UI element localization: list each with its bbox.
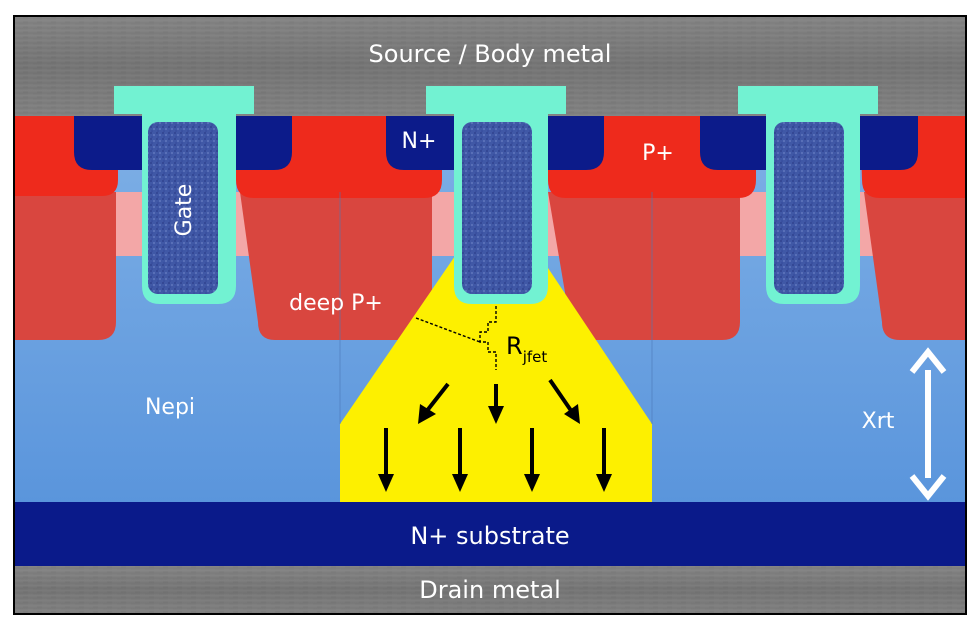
n-plus-region-2a: [386, 116, 454, 170]
rjfet-label: Rjfet: [506, 332, 547, 366]
flow-arrow-diag-right: [548, 378, 580, 424]
deep-p-plus-region-2: [240, 192, 432, 340]
gate-trench-2: [426, 86, 566, 304]
xrt-double-arrow: [909, 347, 947, 501]
p-plus-label: P+: [642, 141, 674, 166]
n-plus-substrate-layer: [14, 502, 966, 566]
n-plus-label: N+: [402, 129, 437, 154]
deep-p-plus-label: deep P+: [289, 291, 383, 316]
n-plus-region-3a: [700, 116, 766, 170]
drain-metal-label: Drain metal: [419, 576, 561, 604]
current-flow-arrows: [378, 378, 612, 492]
rjfet-subscript: jfet: [522, 348, 548, 366]
deep-p-plus-region-4: [864, 192, 966, 340]
gate-label: Gate: [172, 184, 197, 237]
gate-trench-1: [114, 86, 254, 304]
flow-arrow-down-4: [596, 428, 612, 492]
source-body-metal-label: Source / Body metal: [369, 40, 612, 68]
flow-arrow-down-2: [452, 428, 468, 492]
n-plus-region-2b: [538, 116, 604, 170]
flow-arrow-down-3: [524, 428, 540, 492]
n-plus-substrate-label: N+ substrate: [410, 522, 569, 550]
deep-p-plus-region-3: [548, 192, 740, 340]
nepi-label: Nepi: [145, 395, 195, 420]
n-plus-region-3b: [850, 116, 918, 170]
n-plus-region-1a: [74, 116, 142, 170]
flow-arrow-center: [488, 384, 504, 424]
deep-p-plus-region-1: [14, 192, 116, 340]
rjfet-resistor-symbol: [415, 306, 497, 370]
gate-trench-3: [738, 86, 878, 304]
rjfet-main: R: [506, 332, 523, 360]
n-plus-region-1b: [226, 116, 292, 170]
flow-arrow-down-1: [378, 428, 394, 492]
xrt-label: Xrt: [862, 409, 895, 434]
flow-arrow-diag-left: [418, 382, 450, 424]
jfet-current-region: [340, 256, 652, 502]
diagram-frame: [13, 15, 967, 615]
